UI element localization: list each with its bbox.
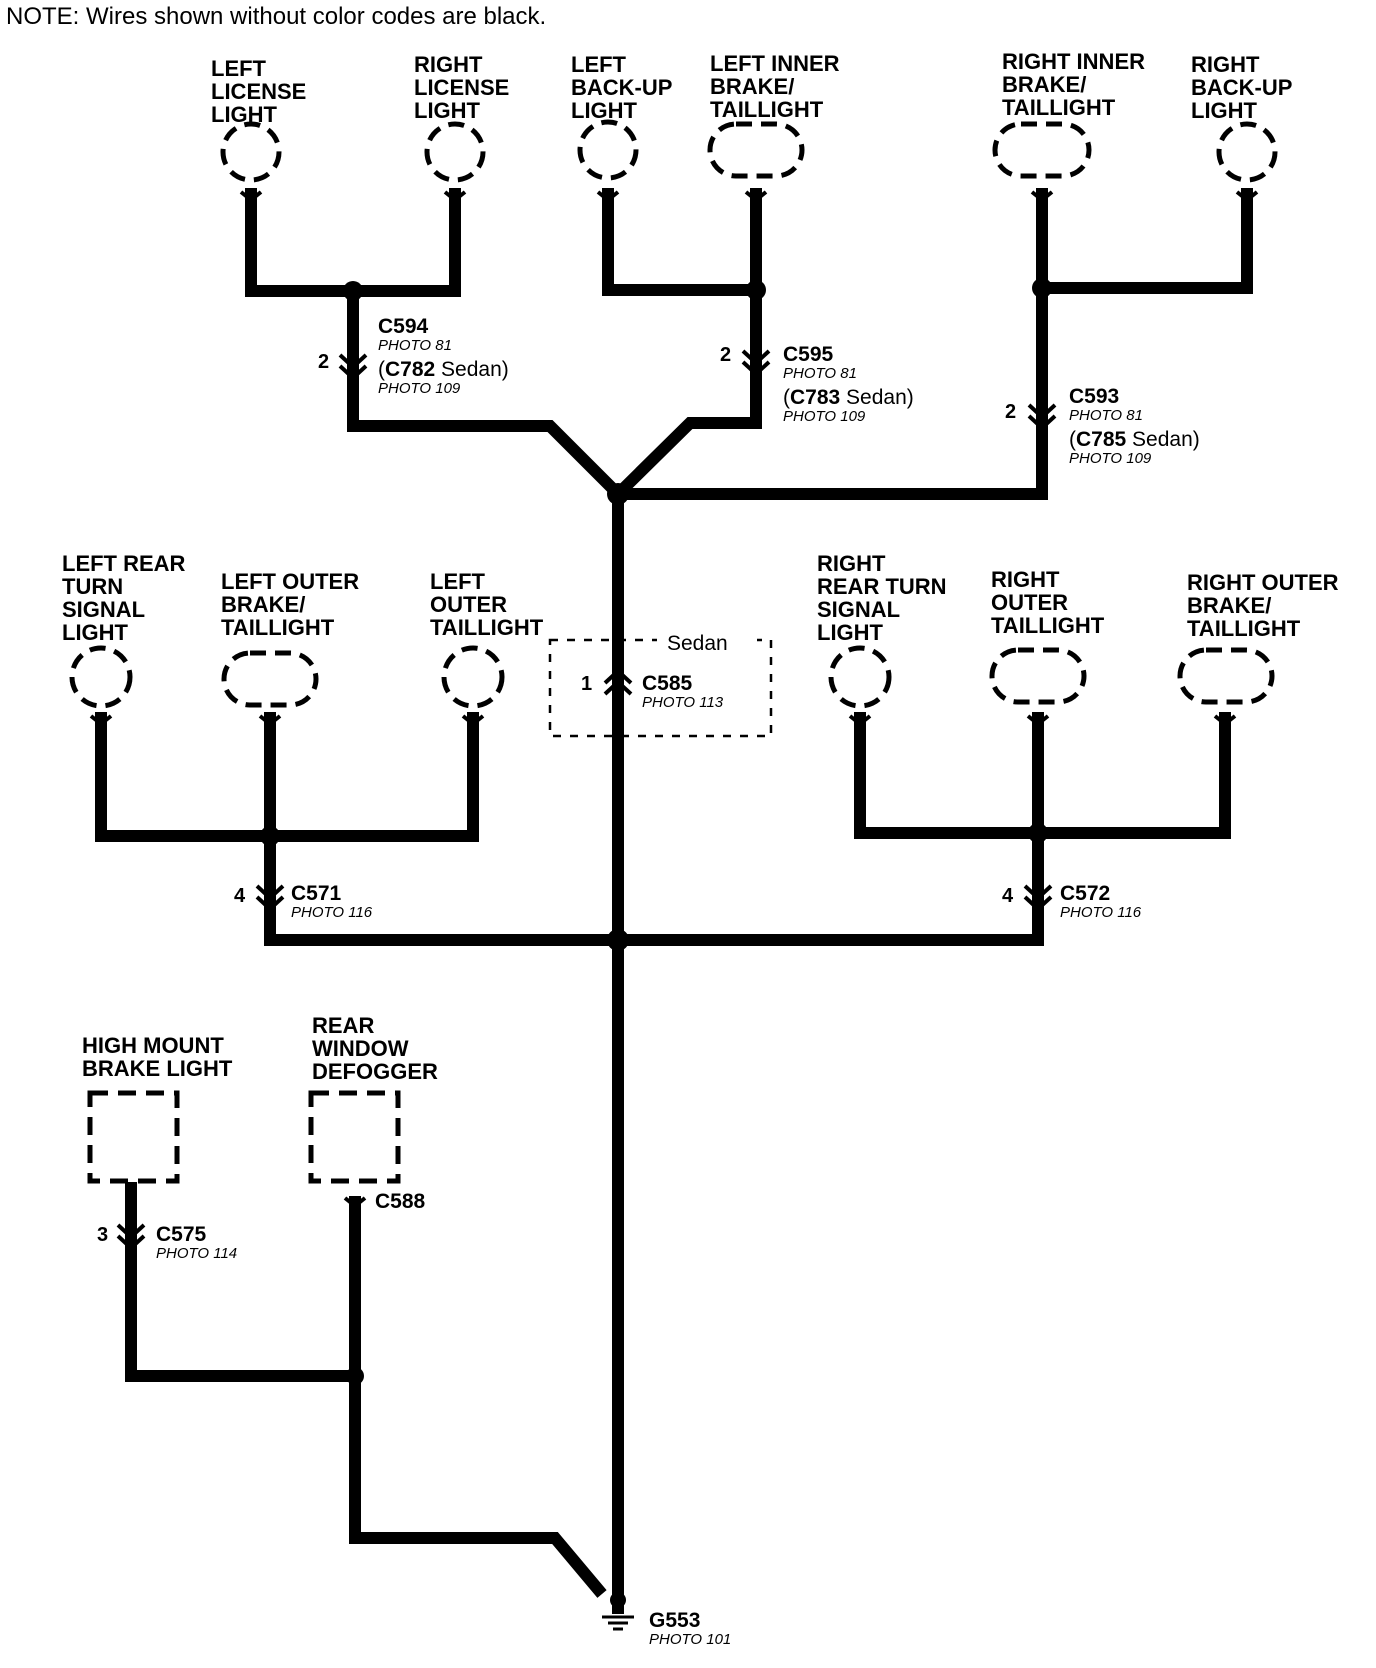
wire-right-license bbox=[353, 188, 461, 297]
c572-pin: 4 bbox=[1002, 885, 1014, 907]
c571-connector-icon bbox=[255, 884, 285, 912]
c571-name: C571 bbox=[291, 882, 342, 905]
lamp-left-inner-brake-icon bbox=[707, 121, 805, 179]
c571-photo: PHOTO 116 bbox=[291, 904, 373, 921]
sedan-option-label: Sedan bbox=[667, 632, 728, 655]
splice-right-inner bbox=[1032, 278, 1052, 298]
label-left-rear-turn-signal-light: LEFT REAR TURN SIGNAL LIGHT bbox=[62, 551, 192, 645]
c595-alt: (C783 Sedan) bbox=[783, 386, 914, 409]
c585-photo: PHOTO 113 bbox=[642, 694, 724, 711]
c594-photo: PHOTO 81 bbox=[378, 337, 452, 354]
wire-left-rear-turn bbox=[95, 712, 270, 842]
label-right-rear-turn-signal-light: RIGHT REAR TURN SIGNAL LIGHT bbox=[817, 551, 953, 645]
lamp-right-outer-brake-icon bbox=[1177, 647, 1275, 705]
splice-ground bbox=[610, 1592, 626, 1608]
c594-name: C594 bbox=[378, 315, 429, 338]
wire-c588-to-ground bbox=[349, 1376, 607, 1598]
c575-photo: PHOTO 114 bbox=[156, 1245, 237, 1262]
lamp-right-backup-icon bbox=[1216, 121, 1278, 183]
lamp-left-rear-turn-icon bbox=[69, 645, 133, 709]
splice-lower-trunk bbox=[607, 929, 629, 951]
label-left-backup-light: LEFT BACK-UP LIGHT bbox=[571, 52, 678, 123]
wires bbox=[95, 188, 1253, 1614]
label-right-license-light: RIGHT LICENSE LIGHT bbox=[414, 52, 515, 123]
lamp-left-outer-taillight-icon bbox=[441, 645, 505, 709]
connector-symbols bbox=[116, 349, 1057, 1251]
splice-right-outer bbox=[1028, 823, 1048, 843]
label-right-outer-taillight: RIGHT OUTER TAILLIGHT bbox=[991, 567, 1105, 638]
splice-backup bbox=[746, 280, 766, 300]
lamp-right-outer-taillight-icon bbox=[989, 647, 1087, 705]
wire-high-mount bbox=[125, 1182, 355, 1382]
lamp-left-backup-icon bbox=[577, 119, 639, 181]
c593-alt-photo: PHOTO 109 bbox=[1069, 450, 1152, 467]
splice-license bbox=[343, 281, 363, 301]
wire-c572-to-trunk bbox=[618, 833, 1044, 946]
lamp-right-license-icon bbox=[424, 121, 486, 183]
label-high-mount-brake-light: HIGH MOUNT BRAKE LIGHT bbox=[82, 1033, 233, 1081]
c593-photo: PHOTO 81 bbox=[1069, 407, 1143, 424]
label-right-inner-brake-taillight: RIGHT INNER BRAKE/ TAILLIGHT bbox=[1002, 49, 1151, 120]
wire-c571-to-trunk bbox=[264, 836, 618, 946]
c593-name: C593 bbox=[1069, 385, 1119, 408]
ground-icon bbox=[602, 1615, 634, 1631]
wire-left-outer-taillight bbox=[270, 712, 479, 842]
c593-pin: 2 bbox=[1005, 401, 1016, 423]
c593-alt: (C785 Sedan) bbox=[1069, 428, 1200, 451]
label-rear-window-defogger: REAR WINDOW DEFOGGER bbox=[312, 1013, 438, 1084]
wire-left-backup bbox=[602, 188, 756, 296]
c595-pin: 2 bbox=[720, 344, 731, 366]
c571-pin: 4 bbox=[234, 885, 246, 907]
c572-name: C572 bbox=[1060, 882, 1110, 905]
lamp-left-license-icon bbox=[220, 121, 282, 183]
label-right-backup-light: RIGHT BACK-UP LIGHT bbox=[1191, 52, 1298, 123]
c575-name: C575 bbox=[156, 1223, 207, 1246]
wire-right-rear-turn bbox=[854, 712, 1038, 839]
wire-right-backup bbox=[1042, 188, 1253, 294]
c585-name: C585 bbox=[642, 672, 693, 695]
c594-connector-icon bbox=[338, 353, 368, 381]
splice-high-mount bbox=[346, 1367, 364, 1385]
c594-alt: (C782 Sedan) bbox=[378, 358, 509, 381]
wire-c593-to-trunk bbox=[618, 288, 1048, 500]
high-mount-brake-light-box bbox=[87, 1090, 180, 1184]
label-left-license-light: LEFT LICENSE LIGHT bbox=[211, 56, 312, 127]
sedan-option-box bbox=[548, 638, 773, 738]
c572-connector-icon bbox=[1023, 884, 1053, 912]
c594-pin: 2 bbox=[318, 351, 329, 373]
c593-connector-icon bbox=[1027, 403, 1057, 431]
ground-name: G553 bbox=[649, 1609, 700, 1632]
wire-right-outer-brake bbox=[1038, 712, 1231, 839]
sedan-label-bg bbox=[657, 628, 757, 654]
splice-left-outer bbox=[260, 826, 280, 846]
wire-left-license bbox=[245, 188, 353, 297]
label-left-inner-brake-taillight: LEFT INNER BRAKE/ TAILLIGHT bbox=[710, 51, 846, 122]
c575-pin: 3 bbox=[97, 1224, 108, 1246]
lamp-left-outer-brake-icon bbox=[221, 650, 319, 708]
c585-connector-icon bbox=[603, 668, 633, 696]
wire-c595-to-trunk bbox=[613, 290, 762, 499]
c595-alt-photo: PHOTO 109 bbox=[783, 408, 866, 425]
c594-alt-photo: PHOTO 109 bbox=[378, 380, 461, 397]
c585-pin: 1 bbox=[581, 673, 592, 695]
label-left-outer-taillight: LEFT OUTER TAILLIGHT bbox=[430, 569, 544, 640]
c595-name: C595 bbox=[783, 343, 834, 366]
splice-upper-trunk bbox=[607, 483, 629, 505]
c588-name: C588 bbox=[375, 1190, 426, 1213]
note-text: NOTE: Wires shown without color codes ar… bbox=[6, 3, 546, 30]
c572-photo: PHOTO 116 bbox=[1060, 904, 1142, 921]
lamp-right-inner-brake-icon bbox=[992, 121, 1092, 179]
ground-photo: PHOTO 101 bbox=[649, 1631, 731, 1648]
lamps bbox=[69, 119, 1278, 1209]
label-right-outer-brake-taillight: RIGHT OUTER BRAKE/ TAILLIGHT bbox=[1187, 570, 1345, 641]
label-left-outer-brake-taillight: LEFT OUTER BRAKE/ TAILLIGHT bbox=[221, 569, 365, 640]
lamp-right-rear-turn-icon bbox=[828, 645, 892, 709]
c595-connector-icon bbox=[741, 349, 771, 377]
wire-c594-to-trunk bbox=[347, 291, 623, 499]
splices bbox=[260, 278, 1052, 1608]
c595-photo: PHOTO 81 bbox=[783, 365, 857, 382]
rear-window-defogger-box bbox=[308, 1090, 401, 1184]
c575-connector-icon bbox=[116, 1223, 146, 1251]
